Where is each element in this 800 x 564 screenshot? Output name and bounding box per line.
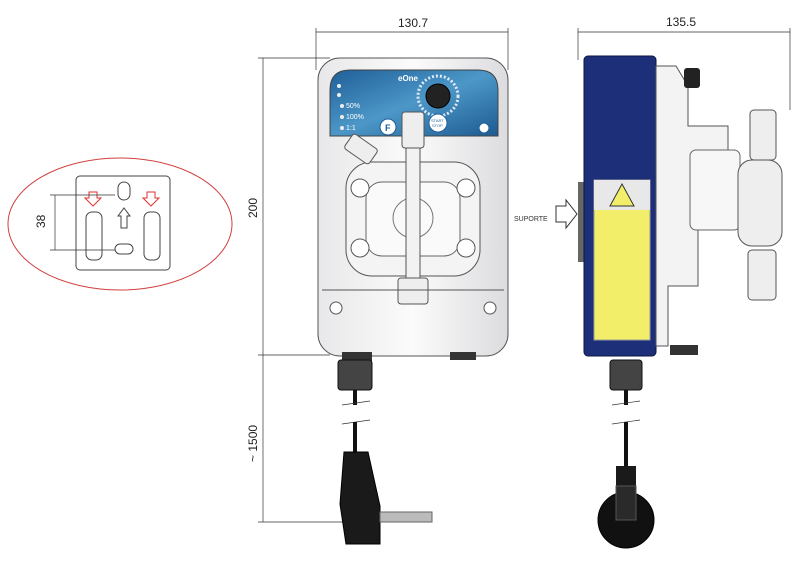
- plug-pin: [379, 511, 433, 523]
- front-dimensions: 130.7 200 ~ 1500: [246, 16, 509, 523]
- power-plug: [339, 451, 381, 545]
- indicator-50: 50%: [346, 103, 360, 110]
- suction-valve: [397, 277, 429, 305]
- dial-knob[interactable]: [425, 83, 451, 109]
- dimension-height: 200: [246, 198, 260, 218]
- side-pump-head: [737, 159, 783, 247]
- dimension-38: 38: [34, 214, 48, 228]
- f-button[interactable]: [379, 118, 397, 136]
- discharge-valve: [401, 111, 425, 149]
- bracket-slot-right: [143, 211, 161, 261]
- dimension-depth: 135.5: [666, 15, 696, 29]
- support-label: SUPORTE: [514, 216, 548, 223]
- f-button-label: F: [385, 123, 391, 133]
- indicator-1-1: 1:1: [346, 125, 356, 132]
- indicator-100: 100%: [346, 114, 364, 121]
- dial-scale: [416, 74, 460, 118]
- side-dimensions: 135.5: [577, 15, 791, 110]
- start-stop-button[interactable]: [428, 113, 448, 133]
- brand-logo: eOne: [398, 74, 419, 83]
- pump-side-view: [578, 55, 783, 549]
- bracket-slot-left: [85, 211, 103, 261]
- screw: [483, 301, 497, 315]
- bleed-valve: [344, 133, 378, 165]
- stop-label: STOP: [432, 123, 443, 128]
- bracket-hole-top: [117, 181, 131, 201]
- support-arrow-icon: [555, 198, 578, 230]
- wall-support: [578, 182, 584, 262]
- down-arrow-icon: [141, 191, 161, 207]
- cable-gland: [337, 359, 373, 391]
- dimension-cable: ~ 1500: [246, 425, 260, 462]
- bracket-hole-bottom: [114, 243, 134, 255]
- side-cable-gland: [609, 359, 643, 391]
- side-knob: [684, 68, 700, 88]
- up-arrow-icon: [117, 207, 131, 229]
- dimension-width: 130.7: [398, 16, 428, 30]
- pump-front-view: eOne 50% 100% 1:1 F START STOP: [317, 57, 509, 545]
- screw: [329, 301, 343, 315]
- start-label: START: [431, 118, 444, 123]
- detail-ellipse: [7, 157, 233, 291]
- down-arrow-icon: [83, 191, 103, 207]
- control-panel: [329, 69, 499, 137]
- high-voltage-icon: [609, 182, 635, 207]
- refresh-icon: [478, 122, 490, 134]
- bracket-detail: 38: [7, 157, 233, 291]
